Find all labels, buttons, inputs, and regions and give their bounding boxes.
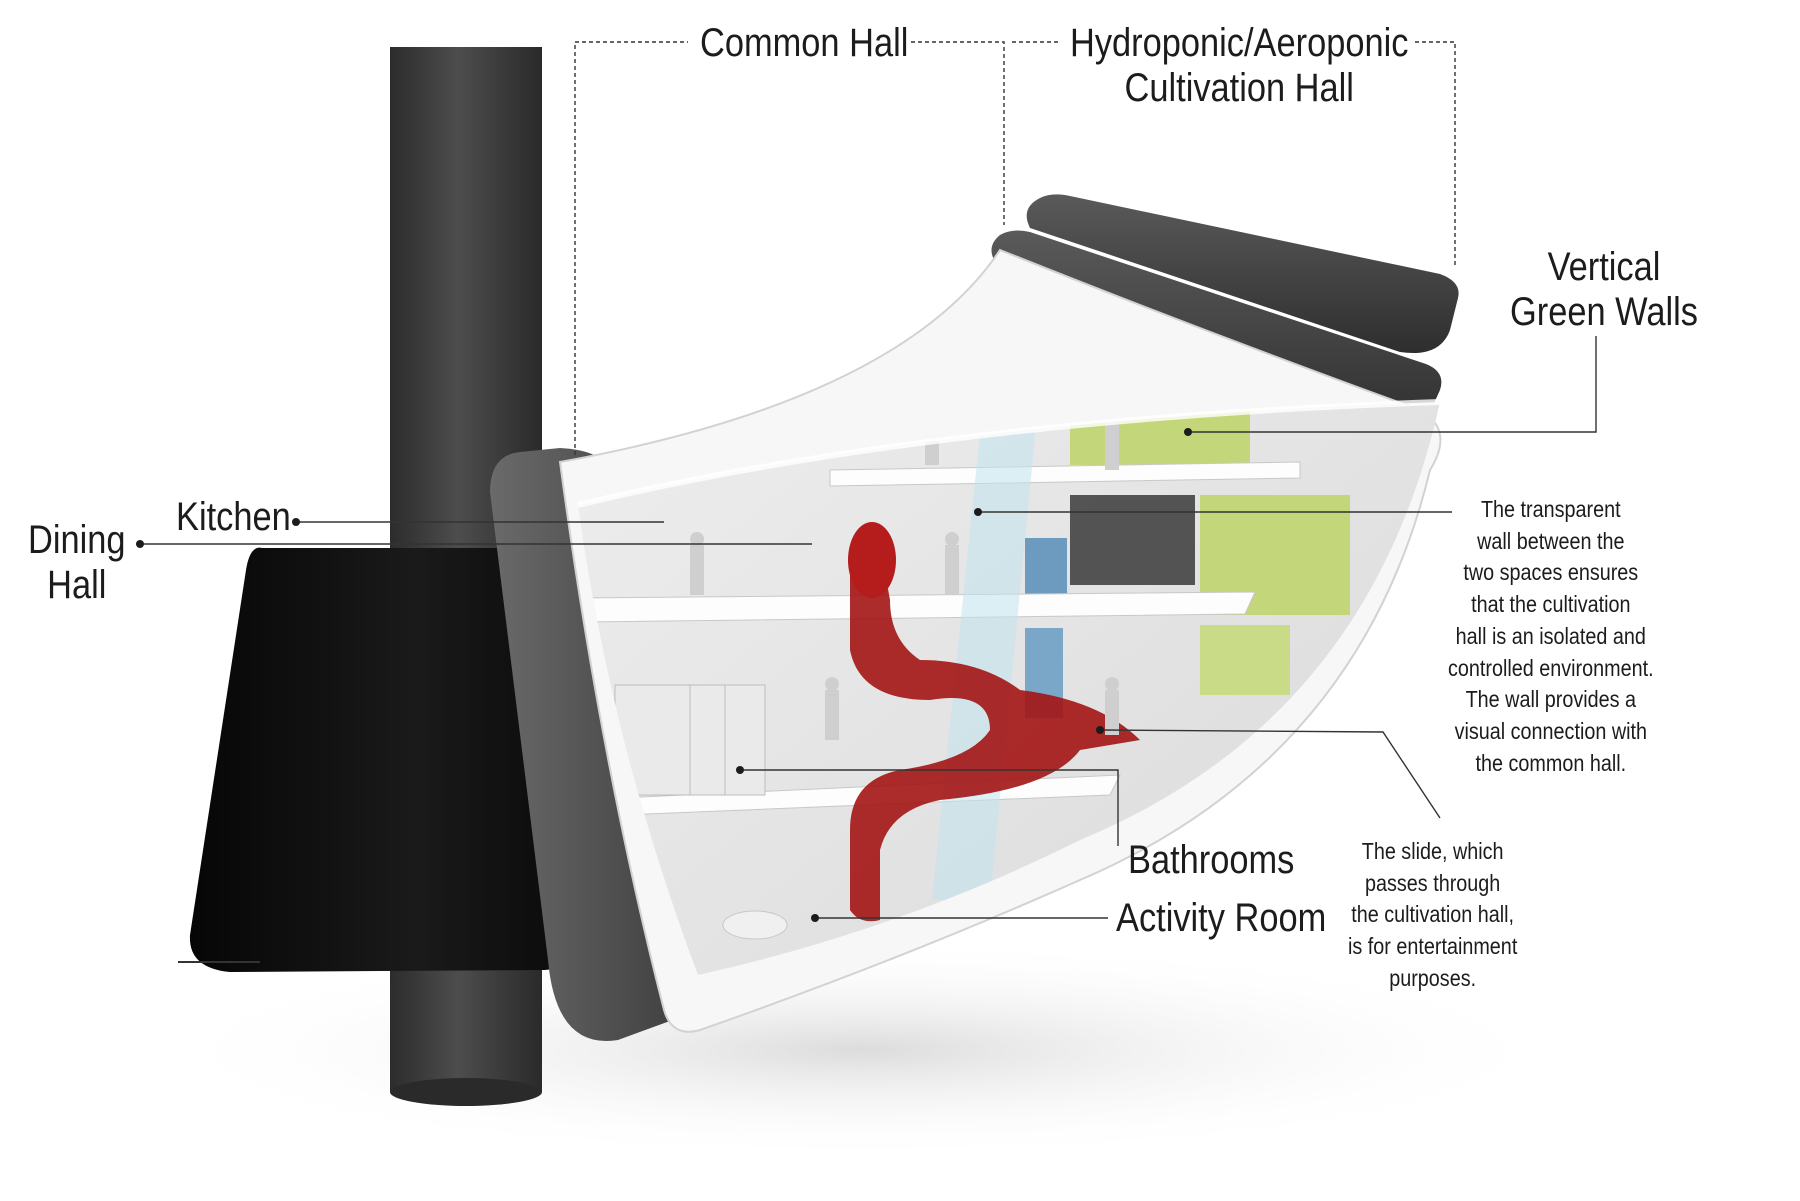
note-transparent-wall-line8: visual connection with [1454, 718, 1648, 745]
common-hall-leader-right [911, 41, 1005, 225]
label-kitchen: Kitchen [176, 495, 291, 539]
label-vertical-green-walls-line2: Green Walls [1510, 289, 1698, 334]
green-walls-leader [1188, 336, 1597, 433]
green-wall-lower [1200, 625, 1290, 695]
hull-inner-edge [577, 399, 1441, 508]
label-vertical-green-walls: Vertical Green Walls [1510, 245, 1698, 335]
note-slide-line3: the cultivation hall, [1351, 901, 1515, 928]
pipe-base [390, 1078, 542, 1106]
label-dining-hall: Dining Hall [28, 518, 126, 608]
note-slide-line2: passes through [1365, 869, 1501, 896]
cushion [722, 910, 788, 940]
note-transparent-wall-line6: controlled environment. [1448, 654, 1654, 681]
cultivation-leader-right [1415, 41, 1456, 268]
common-hall-leader [574, 41, 688, 455]
label-cultivation-hall: Hydroponic/Aeroponic Cultivation Hall [1070, 21, 1408, 111]
note-transparent-wall-line4: that the cultivation [1471, 591, 1631, 618]
note-transparent-wall-line9: the common hall. [1475, 749, 1627, 776]
label-dining-hall-line2: Hall [47, 562, 107, 607]
note-slide-line1: The slide, which [1361, 838, 1504, 864]
note-transparent-wall: The transparent wall between the two spa… [1448, 494, 1654, 780]
note-transparent-wall-line7: The wall provides a [1465, 686, 1637, 713]
label-activity-room: Activity Room [1116, 896, 1327, 940]
slide-leader [1099, 729, 1441, 819]
note-transparent-wall-line3: two spaces ensures [1463, 559, 1639, 586]
label-bathrooms: Bathrooms [1128, 838, 1295, 882]
note-transparent-wall-line1: The transparent [1480, 496, 1621, 522]
note-slide-line5: purposes. [1389, 964, 1477, 991]
floor-slab-3 [829, 461, 1301, 487]
note-transparent-wall-line5: hall is an isolated and [1455, 622, 1646, 649]
bathrooms-leader [740, 769, 1119, 846]
dining-pod [189, 547, 567, 972]
roof-fin-upper [1026, 194, 1459, 354]
label-common-hall: Common Hall [700, 21, 909, 65]
note-transparent-wall-line2: wall between the [1477, 527, 1625, 554]
label-vertical-green-walls-line1: Vertical [1547, 245, 1661, 289]
note-slide: The slide, which passes through the cult… [1348, 836, 1517, 995]
red-slide [850, 544, 1140, 922]
note-slide-line4: is for entertainment [1348, 933, 1518, 960]
label-cultivation-hall-line2: Cultivation Hall [1124, 65, 1354, 110]
label-cultivation-hall-line1: Hydroponic/Aeroponic [1070, 21, 1409, 65]
label-dining-hall-line1: Dining [28, 518, 126, 562]
